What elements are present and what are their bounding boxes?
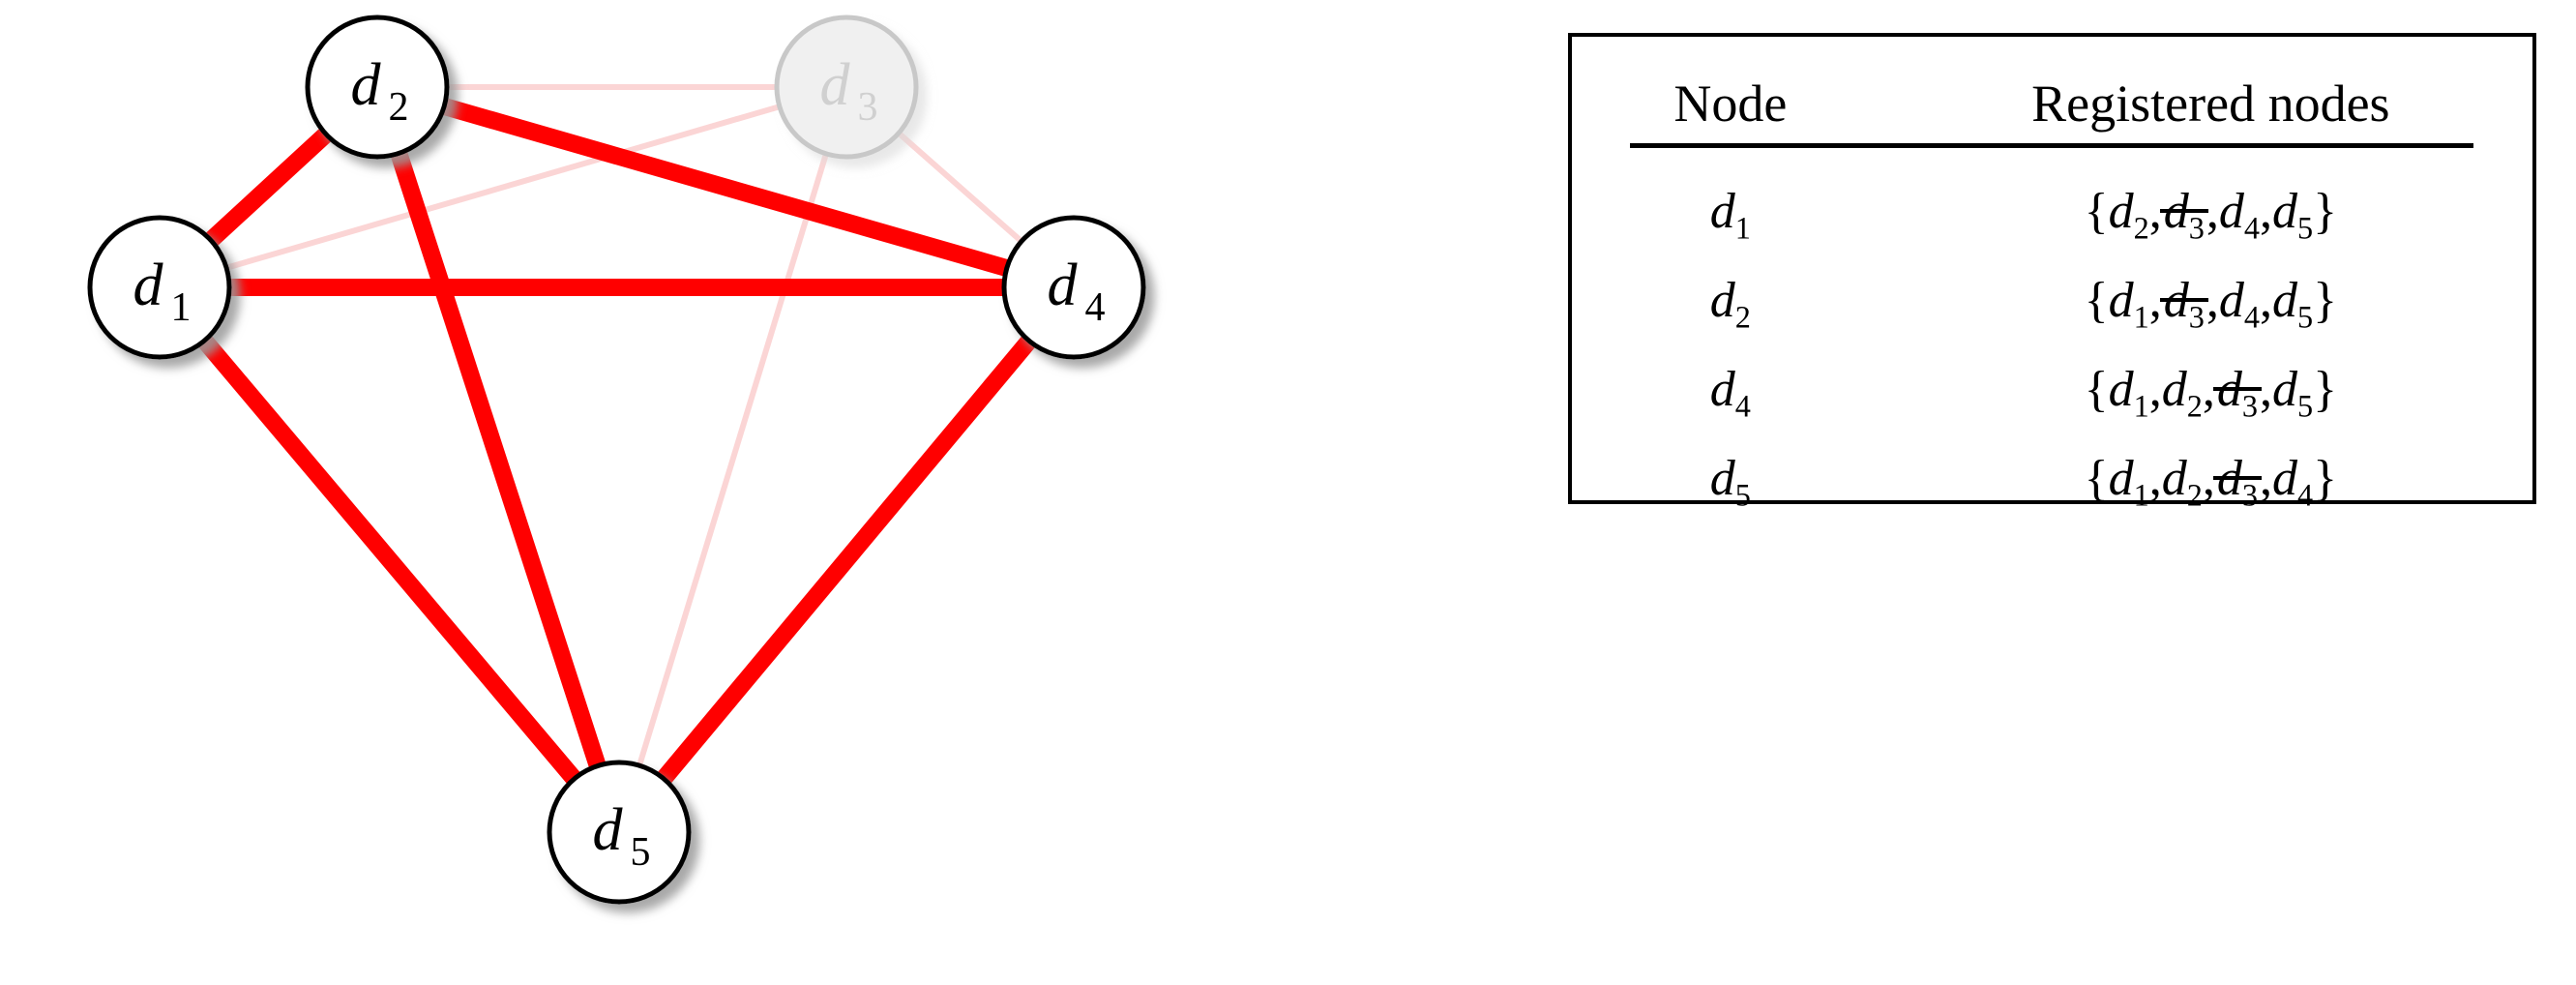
node-token: d5 bbox=[2271, 183, 2314, 245]
edge-d1-d5 bbox=[153, 282, 626, 838]
struck-node-token: d3 bbox=[2212, 450, 2263, 512]
node-subscript-d1: 1 bbox=[171, 285, 192, 330]
node-label-d3: d bbox=[820, 52, 851, 118]
separator-comma: , bbox=[2206, 183, 2219, 239]
column-header-registered-nodes: Registered nodes bbox=[2031, 75, 2390, 133]
struck-node-token: d3 bbox=[2159, 183, 2208, 245]
node-token: d1 bbox=[2108, 361, 2149, 423]
separator-comma: , bbox=[2148, 450, 2162, 506]
separator-comma: , bbox=[2259, 183, 2272, 239]
table-head: Node Registered nodes bbox=[1572, 37, 2532, 166]
registered-nodes-table: Node Registered nodes d1{d2,d3,d4,d5}d2{… bbox=[1572, 37, 2532, 522]
close-brace: } bbox=[2313, 361, 2338, 417]
table-row: d5{d1,d2,d3,d4} bbox=[1572, 433, 2532, 522]
open-brace: { bbox=[2084, 361, 2109, 417]
node-token: d4 bbox=[2271, 450, 2314, 512]
node-circle-d4 bbox=[1001, 215, 1146, 360]
edge-d2-d5 bbox=[369, 84, 628, 835]
node-token: d1 bbox=[2108, 272, 2149, 334]
node-subscript-d2: 2 bbox=[389, 85, 409, 130]
separator-comma: , bbox=[2259, 272, 2272, 328]
node-label-d4: d bbox=[1048, 253, 1079, 318]
separator-comma: , bbox=[2202, 361, 2215, 417]
table-row: d2{d1,d3,d4,d5} bbox=[1572, 255, 2532, 344]
node-token: d5 bbox=[1709, 450, 1751, 512]
node-label-d5: d bbox=[593, 797, 624, 863]
table-body: d1{d2,d3,d4,d5}d2{d1,d3,d4,d5}d4{d1,d2,d… bbox=[1572, 166, 2532, 522]
table-header-rule bbox=[1630, 143, 2473, 148]
open-brace: { bbox=[2084, 450, 2109, 506]
node-token: d2 bbox=[2161, 450, 2203, 512]
separator-comma: , bbox=[2259, 450, 2272, 506]
node-circle-d3 bbox=[774, 15, 919, 160]
separator-comma: , bbox=[2202, 450, 2215, 506]
registered-nodes-panel: Node Registered nodes d1{d2,d3,d4,d5}d2{… bbox=[1568, 33, 2536, 510]
node-label-d2: d bbox=[351, 52, 382, 118]
cell-registered-nodes-d1: {d2,d3,d4,d5} bbox=[1889, 166, 2532, 255]
node-token: d5 bbox=[2271, 361, 2314, 423]
edge-group-active bbox=[153, 78, 1081, 838]
separator-comma: , bbox=[2148, 272, 2162, 328]
separator-comma: , bbox=[2206, 272, 2219, 328]
cell-registered-nodes-d4: {d1,d2,d3,d5} bbox=[1889, 344, 2532, 433]
cell-node-d5: d5 bbox=[1572, 433, 1889, 522]
separator-comma: , bbox=[2148, 183, 2162, 239]
cell-node-d1: d1 bbox=[1572, 166, 1889, 255]
struck-node-token: d3 bbox=[2212, 361, 2263, 423]
cell-registered-nodes-d5: {d1,d2,d3,d4} bbox=[1889, 433, 2532, 522]
node-token: d2 bbox=[1709, 272, 1751, 334]
node-label-d1: d bbox=[133, 253, 164, 318]
table-row: d1{d2,d3,d4,d5} bbox=[1572, 166, 2532, 255]
node-token: d1 bbox=[1709, 183, 1751, 245]
close-brace: } bbox=[2313, 183, 2338, 239]
table-header-row: Node Registered nodes bbox=[1572, 37, 2532, 166]
cell-node-d4: d4 bbox=[1572, 344, 1889, 433]
node-subscript-d5: 5 bbox=[631, 830, 651, 875]
node-token: d2 bbox=[2161, 361, 2203, 423]
separator-comma: , bbox=[2148, 361, 2162, 417]
node-circle-d5 bbox=[547, 760, 692, 905]
close-brace: } bbox=[2313, 272, 2338, 328]
node-circle-d2 bbox=[305, 15, 450, 160]
node-subscript-d3: 3 bbox=[858, 85, 878, 130]
node-circle-d1 bbox=[87, 215, 232, 360]
node-token: d4 bbox=[2218, 272, 2260, 334]
edge-d2-d4 bbox=[374, 78, 1077, 296]
open-brace: { bbox=[2084, 272, 2109, 328]
node-token: d5 bbox=[2271, 272, 2314, 334]
node-token: d4 bbox=[1709, 361, 1751, 423]
separator-comma: , bbox=[2259, 361, 2272, 417]
node-token: d1 bbox=[2108, 450, 2149, 512]
column-header-node: Node bbox=[1673, 75, 1788, 133]
node-token: d2 bbox=[2108, 183, 2149, 245]
node-subscript-d4: 4 bbox=[1085, 285, 1106, 330]
edge-d1-d3 bbox=[159, 84, 847, 290]
open-brace: { bbox=[2084, 183, 2109, 239]
struck-node-token: d3 bbox=[2159, 272, 2208, 334]
edge-d4-d5 bbox=[612, 282, 1081, 838]
cell-node-d2: d2 bbox=[1572, 255, 1889, 344]
table-row: d4{d1,d2,d3,d5} bbox=[1572, 344, 2532, 433]
node-token: d4 bbox=[2218, 183, 2260, 245]
edge-d3-d5 bbox=[616, 86, 849, 833]
close-brace: } bbox=[2313, 450, 2338, 506]
cell-registered-nodes-d2: {d1,d3,d4,d5} bbox=[1889, 255, 2532, 344]
